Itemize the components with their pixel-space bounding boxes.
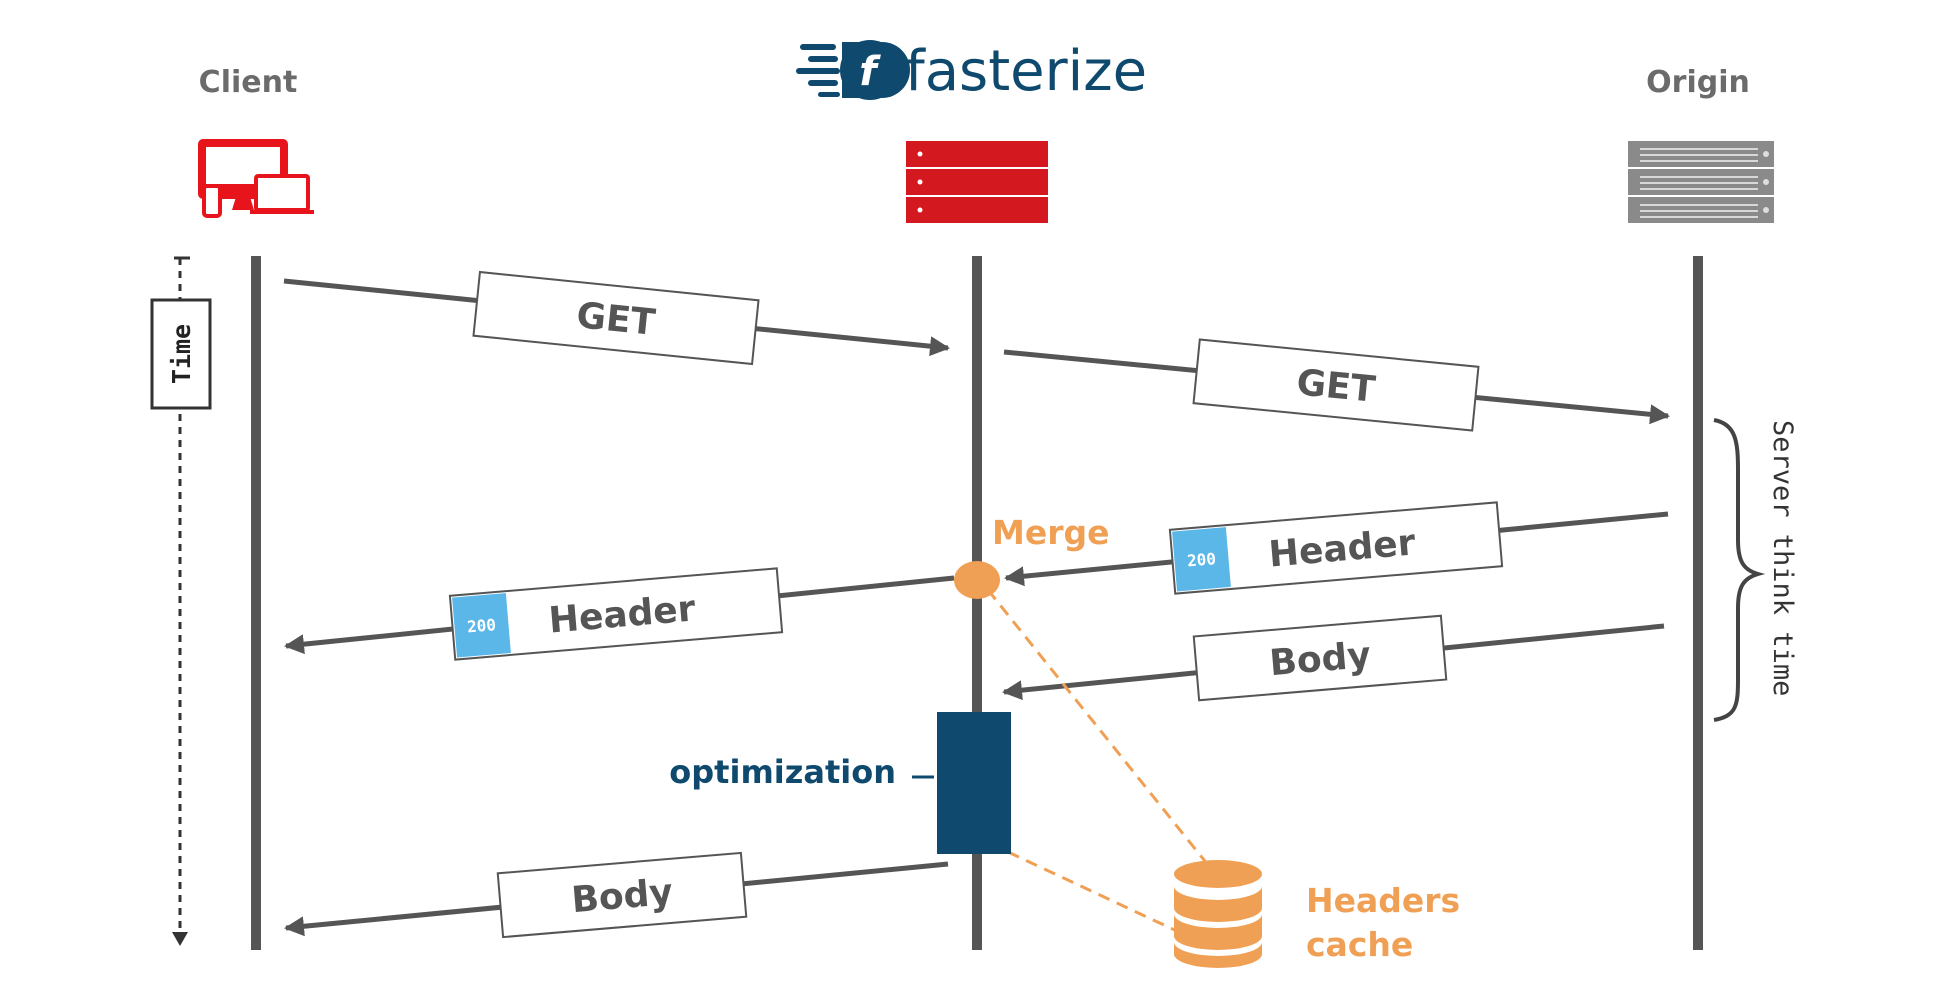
origin-column-title: Origin xyxy=(1646,65,1750,100)
headers-cache-label-line1: Headers xyxy=(1306,881,1460,920)
fasterize-server-icon xyxy=(906,141,1048,223)
client-header-label-box: 200 Header xyxy=(448,567,784,661)
svg-text:GET: GET xyxy=(575,295,658,344)
svg-text:200: 200 xyxy=(466,615,496,636)
fasterize-logo-icon: f xyxy=(796,40,910,100)
svg-text:GET: GET xyxy=(1295,362,1378,411)
fasterize-brand-name: fasterize xyxy=(905,39,1147,104)
server-think-time-brace xyxy=(1713,418,1766,722)
merge-point xyxy=(954,561,1000,599)
get-request-label-box: GET xyxy=(472,270,760,366)
client-body-label-box: Body xyxy=(496,851,748,939)
merge-label: Merge xyxy=(992,513,1110,552)
status-badge xyxy=(452,593,511,658)
server-think-time-label: Server think time xyxy=(1767,420,1798,696)
client-column-title: Client xyxy=(199,65,298,100)
optimization-block xyxy=(937,712,1011,854)
headers-cache-label-line2: cache xyxy=(1306,925,1413,964)
origin-timeline xyxy=(1693,256,1703,950)
status-badge xyxy=(1172,527,1231,592)
client-timeline xyxy=(251,256,261,950)
get-forward-label-box: GET xyxy=(1192,338,1480,432)
client-devices-icon xyxy=(198,139,314,218)
optimization-cache-connector xyxy=(1007,850,1197,942)
database-icon xyxy=(1174,860,1262,968)
origin-header-label-box: 200 Header xyxy=(1168,501,1504,595)
svg-text:Body: Body xyxy=(1268,635,1372,684)
origin-server-icon xyxy=(1628,141,1774,223)
optimization-label: optimization xyxy=(669,753,896,791)
time-axis-label: Time xyxy=(167,324,196,384)
svg-text:f: f xyxy=(859,49,881,95)
fasterize-timeline xyxy=(972,256,982,950)
svg-text:200: 200 xyxy=(1186,549,1216,570)
svg-text:Body: Body xyxy=(570,872,674,921)
merge-cache-connector xyxy=(986,589,1214,871)
time-axis: Time xyxy=(150,256,212,946)
origin-body-label-box: Body xyxy=(1192,614,1448,702)
